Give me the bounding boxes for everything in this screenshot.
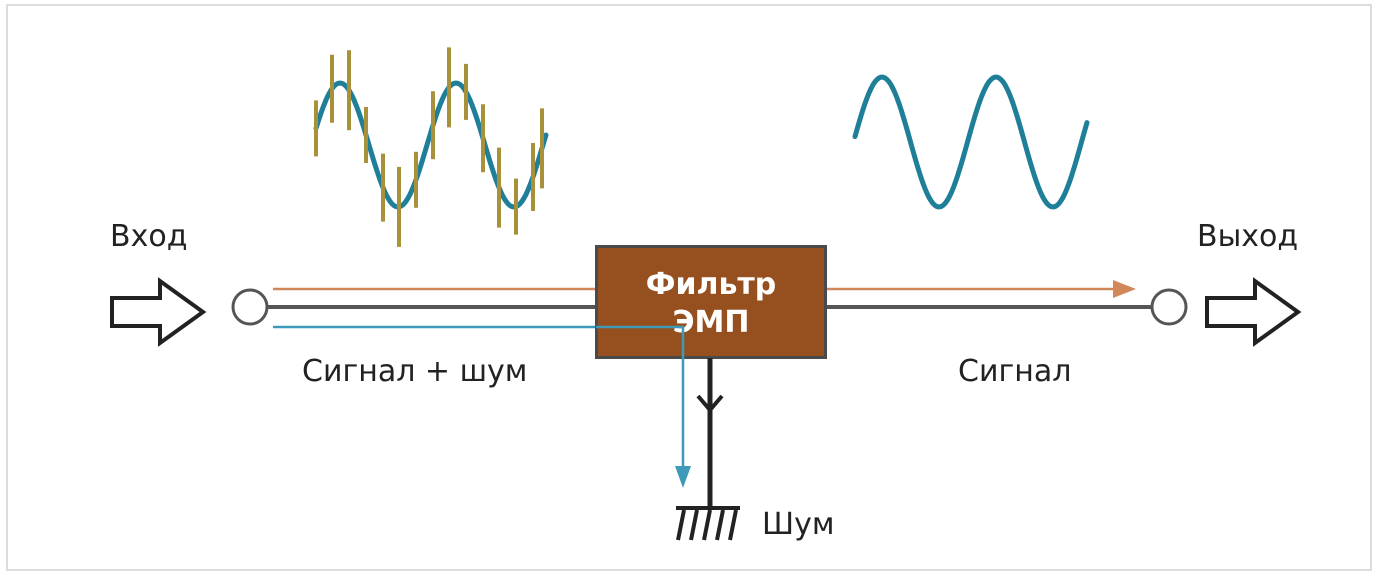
output-terminal-icon bbox=[1150, 288, 1188, 326]
output-label: Выход bbox=[1197, 219, 1299, 254]
filter-title-line1: Фильтр bbox=[645, 267, 777, 302]
noise-label: Шум bbox=[762, 507, 835, 542]
output-arrow-icon bbox=[1205, 277, 1302, 347]
emi-filter-box: Фильтр ЭМП bbox=[595, 245, 827, 359]
noisy-signal-waveform bbox=[313, 47, 549, 247]
filter-title-line2: ЭМП bbox=[672, 305, 750, 340]
input-terminal-icon bbox=[231, 288, 269, 326]
input-label: Вход bbox=[110, 219, 188, 254]
signal-label: Сигнал bbox=[958, 354, 1072, 389]
output-signal-arrowhead bbox=[1113, 280, 1136, 298]
clean-signal-waveform bbox=[852, 74, 1090, 210]
signal-noise-label: Сигнал + шум bbox=[302, 354, 528, 389]
input-arrow-icon bbox=[110, 277, 207, 347]
